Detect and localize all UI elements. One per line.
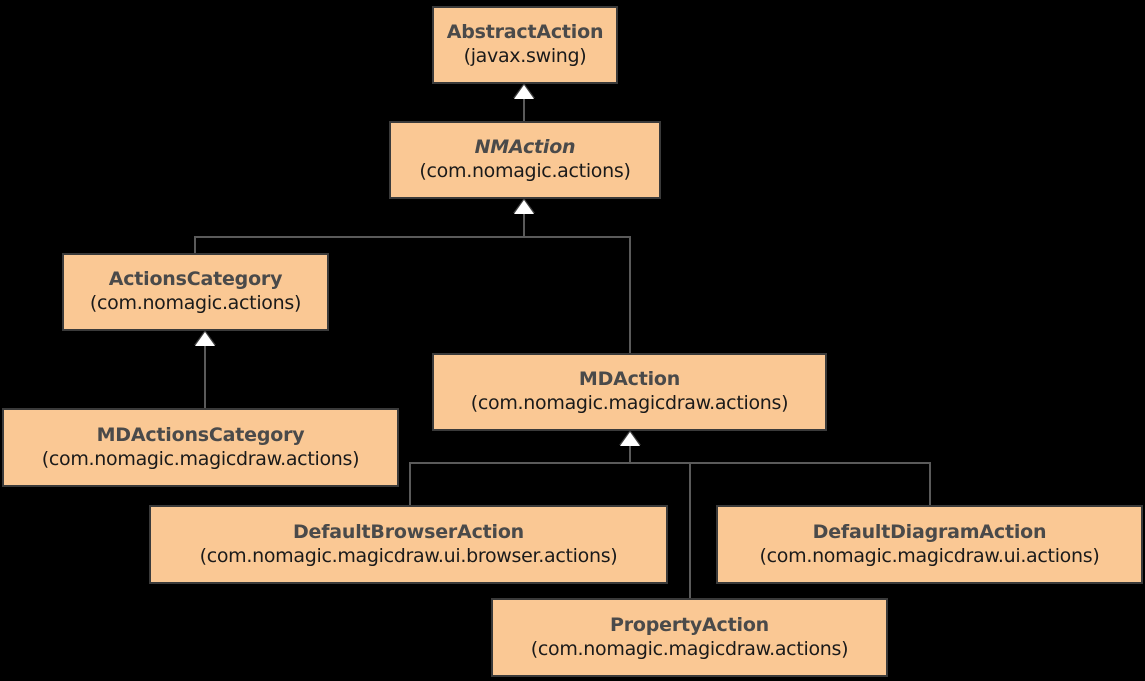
- class-box-md-actions-category[interactable]: MDActionsCategory (com.nomagic.magicdraw…: [2, 408, 399, 487]
- class-box-nm-action[interactable]: NMAction (com.nomagic.actions): [389, 121, 661, 199]
- edge-drop-mdaction: [629, 236, 631, 354]
- class-name-default-browser-action: DefaultBrowserAction: [292, 520, 525, 543]
- edge-mdaction-fork-bar: [409, 462, 930, 464]
- class-package-md-action: (com.nomagic.magicdraw.actions): [470, 392, 789, 414]
- class-name-abstract-action: AbstractAction: [446, 21, 604, 44]
- edge-drop-propertyaction: [689, 462, 691, 599]
- edge-mdaction-trunk: [629, 445, 631, 463]
- arrowhead-nmaction: [514, 200, 534, 214]
- class-package-property-action: (com.nomagic.magicdraw.actions): [530, 637, 849, 660]
- class-box-default-browser-action[interactable]: DefaultBrowserAction (com.nomagic.magicd…: [149, 505, 668, 584]
- class-box-md-action[interactable]: MDAction (com.nomagic.magicdraw.actions): [432, 353, 827, 431]
- class-name-property-action: PropertyAction: [609, 613, 769, 636]
- class-package-md-actions-category: (com.nomagic.magicdraw.actions): [41, 447, 360, 470]
- class-package-default-diagram-action: (com.nomagic.magicdraw.ui.actions): [759, 544, 1100, 567]
- class-box-default-diagram-action[interactable]: DefaultDiagramAction (com.nomagic.magicd…: [716, 505, 1143, 584]
- edge-drop-defaultdiagramaction: [929, 462, 931, 506]
- class-name-md-actions-category: MDActionsCategory: [96, 423, 305, 446]
- class-box-abstract-action[interactable]: AbstractAction (javax.swing): [432, 6, 618, 84]
- class-name-nm-action: NMAction: [474, 136, 576, 159]
- class-package-nm-action: (com.nomagic.actions): [419, 160, 631, 182]
- edge-nmaction-trunk: [523, 213, 525, 237]
- edge-drop-defaultbrowseraction: [409, 462, 411, 506]
- class-package-default-browser-action: (com.nomagic.magicdraw.ui.browser.action…: [199, 544, 618, 567]
- arrowhead-actionscategory: [195, 332, 215, 346]
- class-name-default-diagram-action: DefaultDiagramAction: [812, 520, 1047, 543]
- class-box-property-action[interactable]: PropertyAction (com.nomagic.magicdraw.ac…: [491, 598, 888, 677]
- arrowhead-abstractaction: [514, 85, 534, 99]
- class-name-actions-category: ActionsCategory: [108, 268, 283, 291]
- edge-nmaction-fork-bar: [194, 236, 631, 238]
- class-package-abstract-action: (javax.swing): [463, 45, 587, 67]
- arrowhead-mdaction: [620, 432, 640, 446]
- edge-nmaction-to-abstractaction: [523, 98, 525, 121]
- class-name-md-action: MDAction: [578, 368, 681, 391]
- edge-mdactionscategory-to-actionscategory: [204, 345, 206, 409]
- edge-drop-actionscategory: [194, 236, 196, 254]
- class-package-actions-category: (com.nomagic.actions): [89, 292, 302, 314]
- class-box-actions-category[interactable]: ActionsCategory (com.nomagic.actions): [62, 253, 329, 331]
